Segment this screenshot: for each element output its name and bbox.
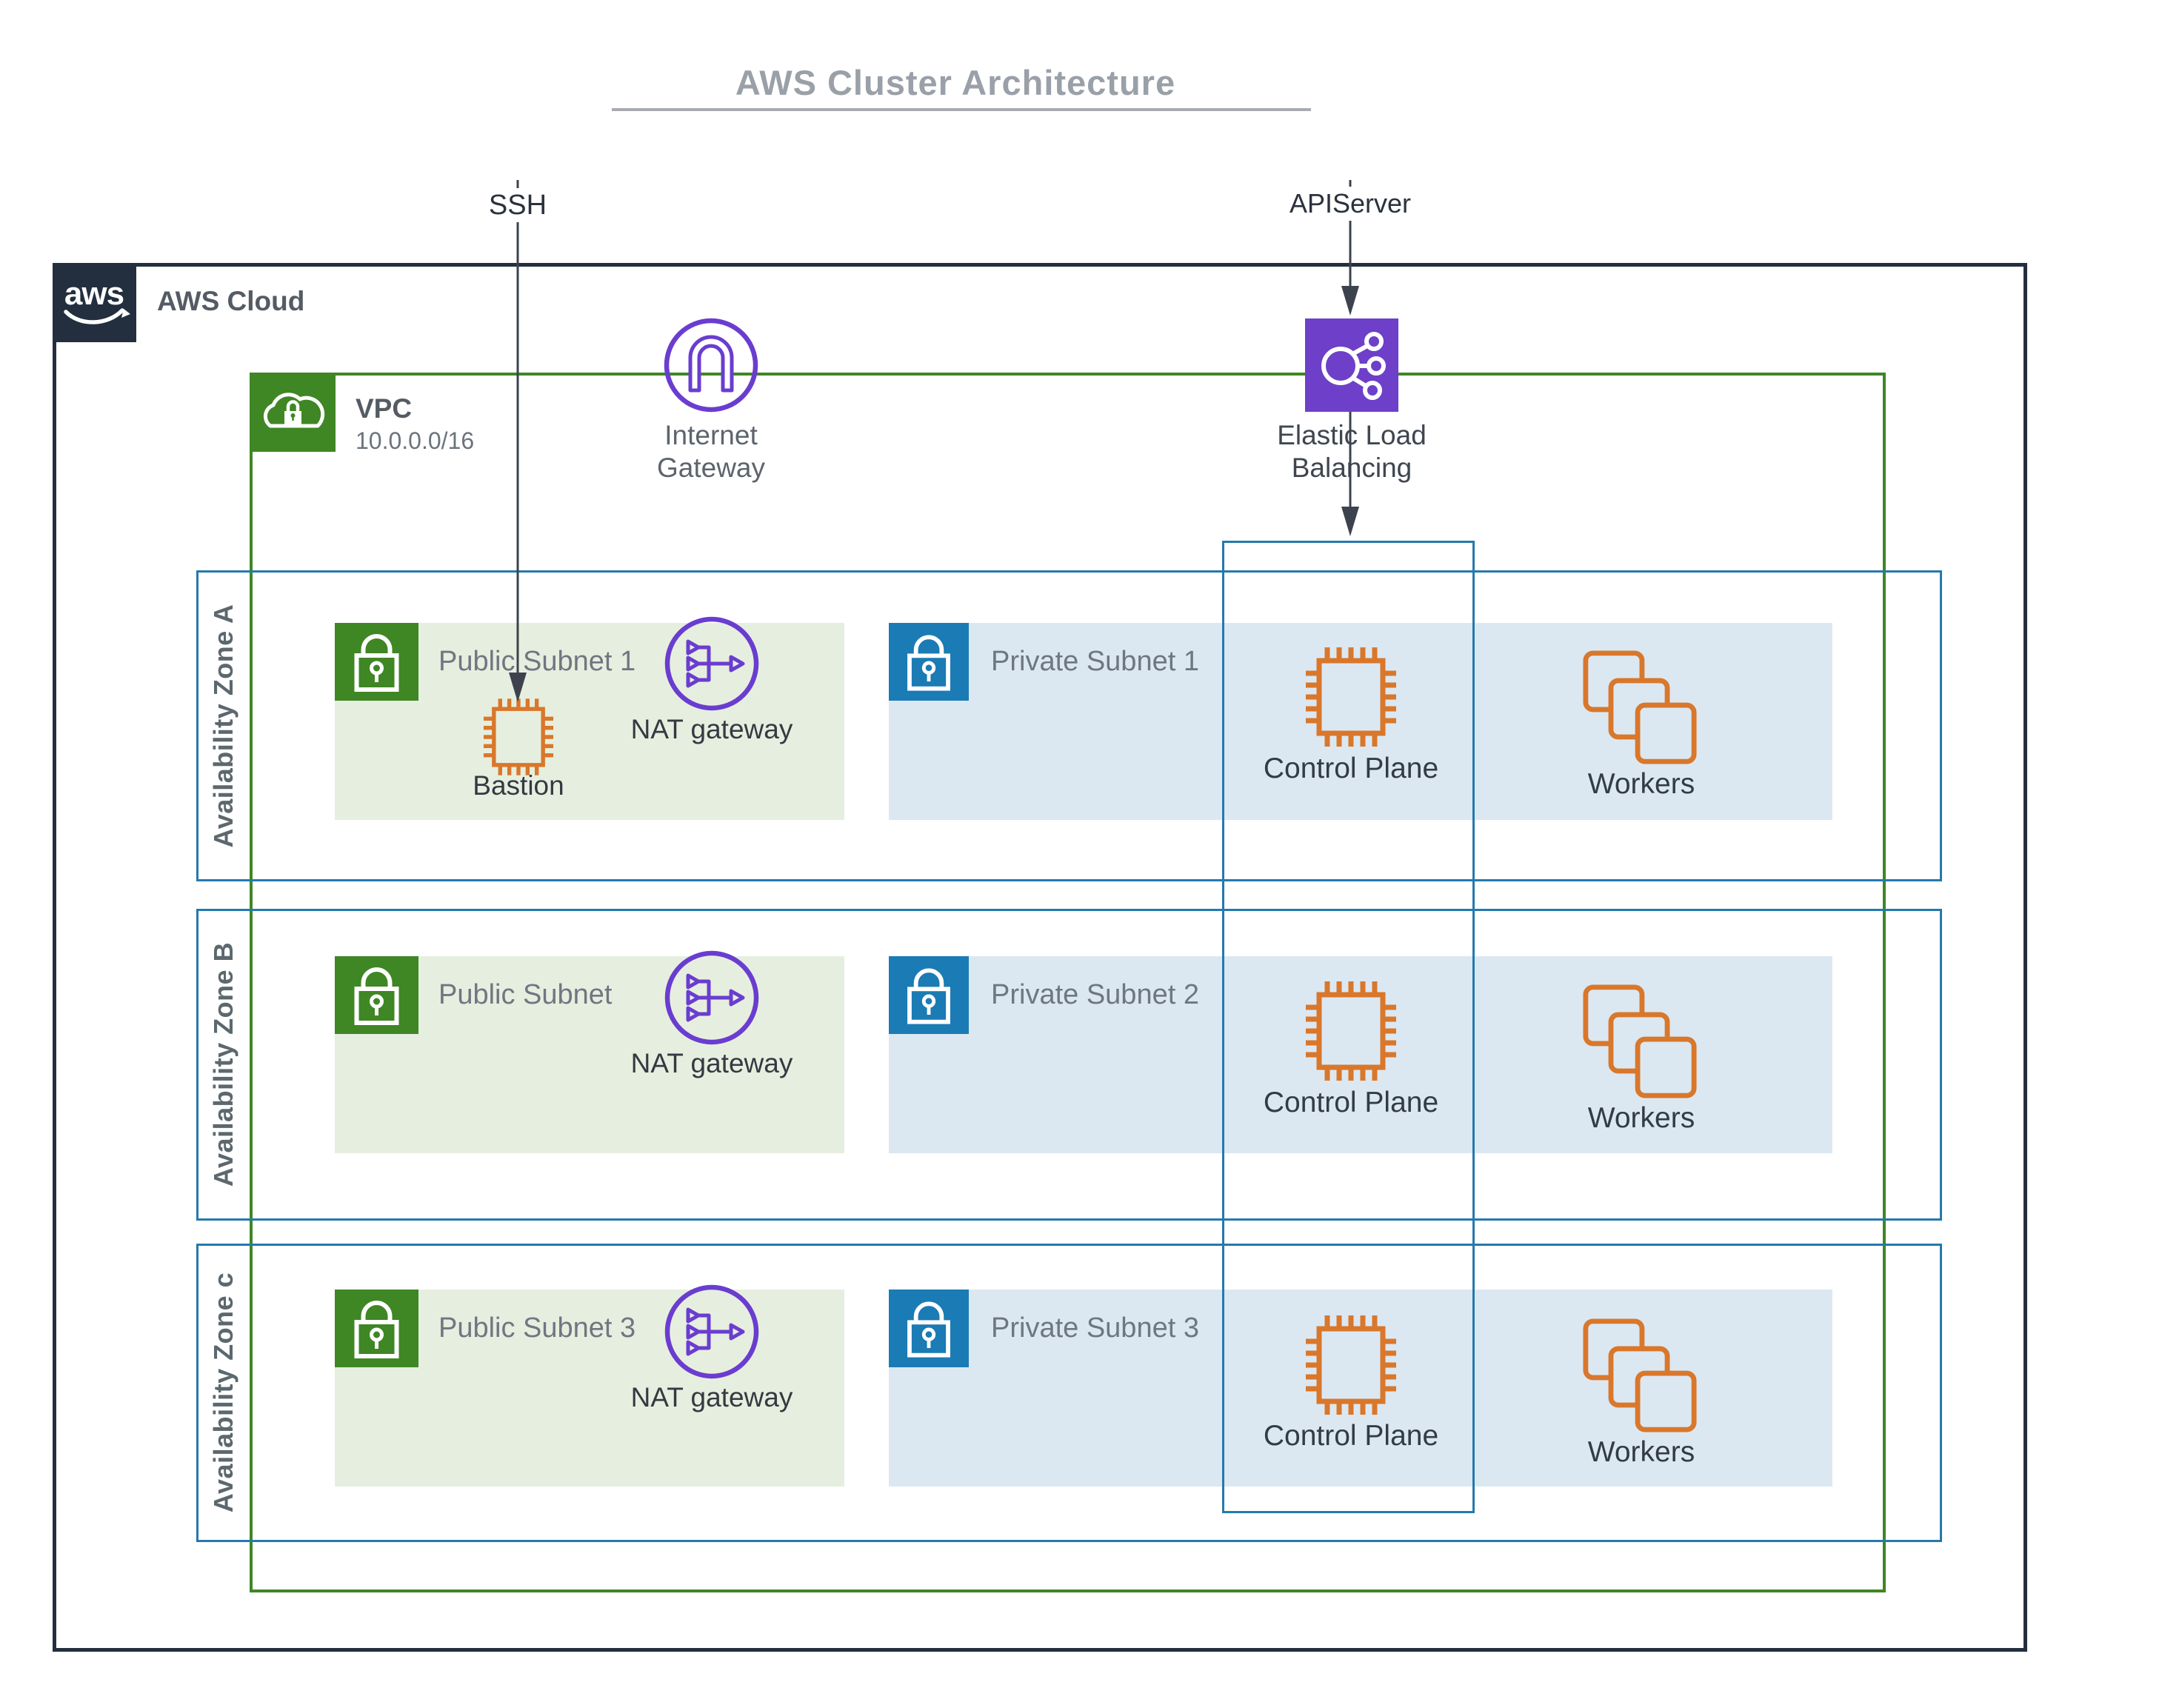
availability-zone-c-box: [196, 1244, 1942, 1542]
title-underline: [612, 108, 1311, 111]
private-subnet-lock-icon: [889, 623, 969, 701]
vpc-label: VPC: [356, 393, 413, 424]
availability-zone-b-box: [196, 909, 1942, 1221]
apiserver-connection-label: APIServer: [1286, 187, 1415, 221]
workers-icon: [1582, 650, 1698, 765]
public-subnet-lock-icon: [335, 623, 418, 701]
public-subnet-3-label: Public Subnet 3: [438, 1312, 636, 1344]
bastion-label: Bastion: [473, 770, 564, 801]
elastic-load-balancing-icon: [1305, 318, 1398, 412]
public-subnet-lock-icon: [335, 1290, 418, 1367]
vpc-cidr: 10.0.0.0/16: [356, 427, 475, 454]
private-subnet-1-label: Private Subnet 1: [991, 646, 1199, 677]
elastic-load-balancing-label: Elastic Load Balancing: [1277, 420, 1427, 483]
ssh-connection-label: SSH: [480, 188, 555, 222]
workers-label: Workers: [1587, 1436, 1695, 1468]
nat-gateway-icon: [660, 612, 764, 715]
public-subnet-lock-icon: [335, 956, 418, 1034]
control-plane-label: Control Plane: [1263, 753, 1439, 784]
public-subnet-rect-a: [335, 623, 844, 820]
nat-gateway-label: NAT gateway: [630, 1382, 793, 1412]
aws-logo-text: aws: [64, 276, 124, 312]
vpc-icon: [250, 373, 336, 452]
internet-gateway-label: Internet Gateway: [656, 420, 765, 483]
workers-icon: [1582, 1318, 1698, 1433]
control-plane-label: Control Plane: [1263, 1087, 1439, 1118]
bastion-instance-icon: [478, 697, 558, 777]
aws-cloud-box: [53, 263, 2027, 1652]
control-plane-label: Control Plane: [1263, 1420, 1439, 1452]
control-plane-icon: [1299, 645, 1403, 749]
control-plane-group-box: [1222, 541, 1475, 1513]
workers-label: Workers: [1587, 1102, 1695, 1134]
internet-gateway-icon: [659, 313, 763, 417]
nat-gateway-icon: [660, 946, 764, 1050]
private-subnet-3-label: Private Subnet 3: [991, 1312, 1199, 1344]
aws-logo-icon: aws: [53, 263, 136, 342]
workers-icon: [1582, 984, 1698, 1099]
vpc-box: [250, 373, 1886, 1592]
control-plane-icon: [1299, 979, 1403, 1083]
public-subnet-1-label: Public Subnet 1: [438, 646, 636, 677]
workers-label: Workers: [1587, 768, 1695, 800]
private-subnet-lock-icon: [889, 1290, 969, 1367]
aws-cloud-label: AWS Cloud: [157, 286, 305, 316]
private-subnet-2-label: Private Subnet 2: [991, 979, 1199, 1010]
public-subnet-rect-b: [335, 956, 844, 1153]
availability-zone-a-box: [196, 570, 1942, 881]
nat-gateway-label: NAT gateway: [630, 1048, 793, 1078]
private-subnet-lock-icon: [889, 956, 969, 1034]
page-title: AWS Cluster Architecture: [735, 63, 1176, 102]
control-plane-icon: [1299, 1313, 1403, 1417]
nat-gateway-icon: [660, 1280, 764, 1384]
public-subnet-2-label: Public Subnet: [438, 979, 613, 1010]
nat-gateway-label: NAT gateway: [630, 714, 793, 744]
public-subnet-rect-c: [335, 1290, 844, 1487]
